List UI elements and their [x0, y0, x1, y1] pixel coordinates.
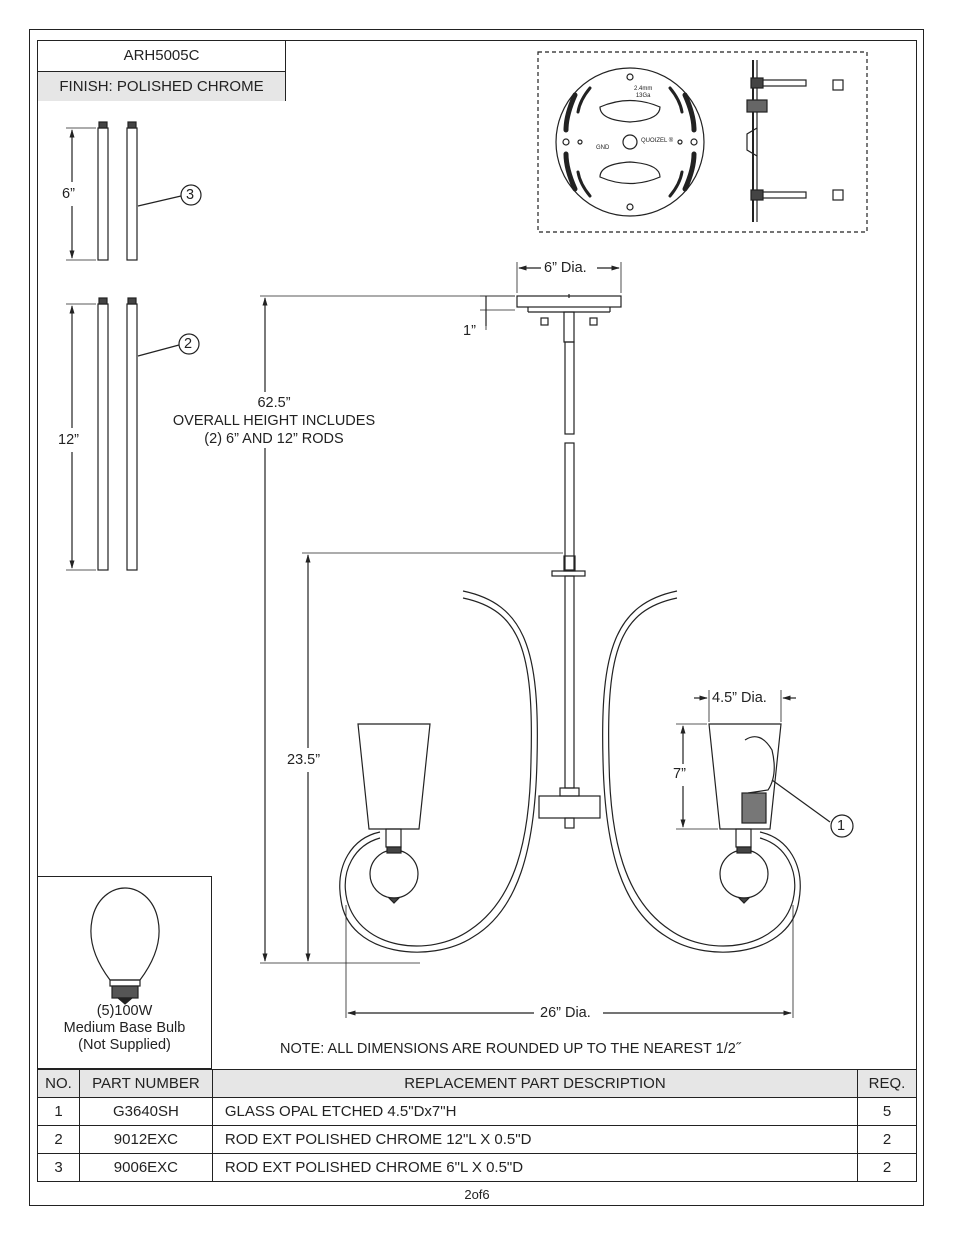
rod-6in-pair [66, 121, 202, 261]
col-no: NO. [37, 1069, 80, 1098]
canopy [516, 294, 622, 343]
plate-gnd-label: GND [596, 145, 610, 151]
cell-description: ROD EXT POLISHED CHROME 12"L X 0.5"D [211, 1125, 859, 1154]
dimension-note: NOTE: ALL DIMENSIONS ARE ROUNDED UP TO T… [280, 1041, 741, 1057]
left-shade [357, 723, 431, 904]
bulb-illustration [90, 887, 160, 1005]
callout-2: 2 [184, 336, 193, 352]
rod-12in-pair [66, 297, 200, 571]
bulb-note: (Not Supplied) [78, 1037, 171, 1053]
drawing-frame [37, 40, 917, 1182]
bulb-text: (5)100W Medium Base Bulb (Not Supplied) [38, 1003, 211, 1054]
parts-table: NO. PART NUMBER REPLACEMENT PART DESCRIP… [37, 1069, 917, 1182]
label-spread: 26” Dia. [540, 1005, 591, 1021]
bulb-base: Medium Base Bulb [63, 1020, 186, 1036]
arms [339, 590, 801, 953]
label-shade-height: 7” [673, 766, 686, 782]
label-rod-long: 12” [58, 432, 79, 448]
dim-overall-height [260, 295, 515, 964]
table-row: 2 9012EXC ROD EXT POLISHED CHROME 12"L X… [37, 1125, 917, 1154]
table-row: 1 G3640SH GLASS OPAL ETCHED 4.5"Dx7"H 5 [37, 1097, 917, 1126]
bulb-wattage: (5)100W [96, 1003, 153, 1019]
model-number: ARH5005C [38, 41, 285, 72]
table-header-row: NO. PART NUMBER REPLACEMENT PART DESCRIP… [37, 1069, 917, 1098]
right-shade [708, 723, 854, 904]
cell-req: 2 [857, 1153, 917, 1182]
cell-part-number: 9012EXC [78, 1125, 213, 1154]
cell-no: 3 [37, 1153, 80, 1182]
plate-brand-label: QUOIZEL ® [641, 138, 674, 144]
cell-req: 5 [857, 1097, 917, 1126]
label-canopy-height: 1” [463, 323, 476, 339]
cell-description: GLASS OPAL ETCHED 4.5"Dx7"H [211, 1097, 859, 1126]
col-description: REPLACEMENT PART DESCRIPTION [211, 1069, 859, 1098]
dim-canopy-dia [516, 262, 622, 293]
bulb-info-box: (5)100W Medium Base Bulb (Not Supplied) [37, 876, 212, 1069]
mounting-plate-detail [537, 51, 868, 233]
label-body-height: 23.5” [287, 752, 321, 768]
col-part-number: PART NUMBER [78, 1069, 213, 1098]
cell-req: 2 [857, 1125, 917, 1154]
callout-1: 1 [837, 818, 846, 834]
cell-description: ROD EXT POLISHED CHROME 6"L X 0.5"D [211, 1153, 859, 1182]
label-overall-height: 62.5” OVERALL HEIGHT INCLUDES (2) 6” AND… [172, 395, 376, 447]
dim-canopy-height [480, 295, 515, 330]
page-border [29, 29, 924, 1206]
title-block: ARH5005C FINISH: POLISHED CHROME [37, 40, 286, 101]
stem [538, 341, 601, 829]
label-canopy-dia: 6” Dia. [544, 260, 587, 276]
table-row: 3 9006EXC ROD EXT POLISHED CHROME 6"L X … [37, 1153, 917, 1182]
cell-part-number: G3640SH [78, 1097, 213, 1126]
page-number: 2of6 [464, 1187, 490, 1202]
callout-3: 3 [186, 187, 195, 203]
dim-body-height [302, 552, 563, 962]
cell-part-number: 9006EXC [78, 1153, 213, 1182]
cell-no: 1 [37, 1097, 80, 1126]
dim-spread [345, 905, 794, 1018]
finish-label: FINISH: POLISHED CHROME [38, 72, 285, 101]
dim-shade-height [676, 723, 718, 830]
label-rod-short: 6” [62, 186, 75, 202]
cell-no: 2 [37, 1125, 80, 1154]
dim-shade-dia [694, 690, 796, 722]
label-shade-dia: 4.5” Dia. [712, 690, 767, 706]
col-req: REQ. [857, 1069, 917, 1098]
